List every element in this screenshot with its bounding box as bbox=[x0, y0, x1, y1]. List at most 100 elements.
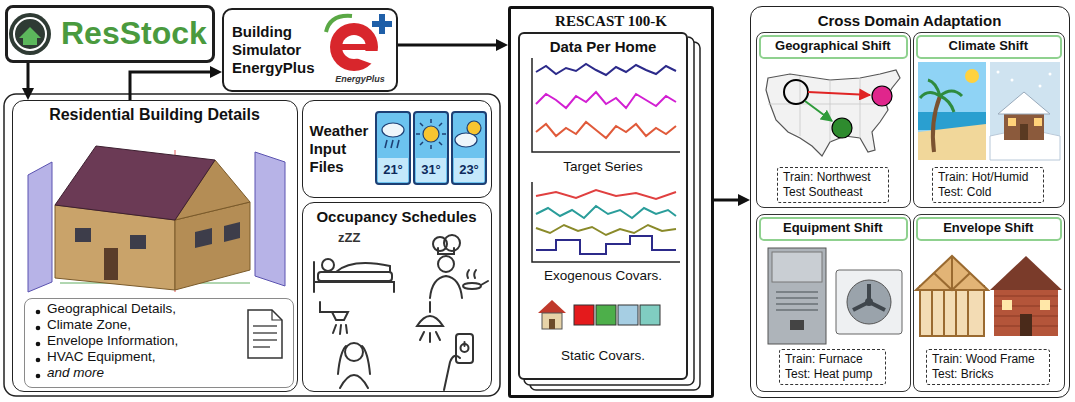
resstock-icon bbox=[23, 38, 37, 45]
wood-frame-picture bbox=[916, 256, 988, 336]
label-slot: 23° bbox=[452, 162, 486, 178]
weather-tiles bbox=[455, 133, 477, 147]
target-series-chart bbox=[536, 92, 676, 108]
occupancy-icons bbox=[314, 262, 394, 292]
weather-tiles bbox=[452, 112, 486, 184]
node-heading: Train: Furnace Test: Heat pump bbox=[785, 352, 872, 381]
occupancy-icons bbox=[456, 334, 473, 363]
panel-headers bbox=[917, 36, 1061, 58]
brick-house-picture bbox=[990, 256, 1062, 336]
occupancy-icons bbox=[467, 270, 476, 278]
text-slot: Geographical Shift bbox=[755, 38, 910, 54]
node-heading: Residential Building Details bbox=[49, 106, 260, 123]
bullet-dots bbox=[36, 310, 41, 379]
heat-pump-picture bbox=[847, 280, 891, 324]
text-slot: Target Series bbox=[518, 159, 688, 175]
wood-frame-picture bbox=[932, 286, 968, 336]
document-icon bbox=[253, 332, 277, 333]
text-slot: RESCAST 100-K bbox=[508, 12, 714, 30]
snow-picture bbox=[990, 62, 1060, 160]
occupancy-box: Occupancy Schedules bbox=[302, 202, 492, 392]
energyplus-logo bbox=[330, 23, 378, 71]
text-slot: ResStock bbox=[61, 15, 213, 52]
target-series-chart bbox=[536, 122, 676, 138]
house-model bbox=[104, 248, 118, 280]
panel-headers bbox=[760, 218, 907, 240]
node-heading: Envelope Shift bbox=[943, 220, 1033, 235]
covariate-chart bbox=[536, 225, 676, 235]
brick-house-picture bbox=[990, 256, 1062, 290]
split-caption: Train: Northwest Test Southeast bbox=[777, 167, 889, 203]
house-model bbox=[224, 222, 240, 242]
snow-picture bbox=[1004, 112, 1044, 140]
node-heading: Train: Wood Frame Test: Bricks bbox=[932, 352, 1035, 381]
covariate-chart bbox=[536, 190, 676, 199]
node-heading: Train: Hot/Humid Test: Cold bbox=[938, 170, 1028, 199]
weather-tiles bbox=[376, 112, 486, 184]
panel-headers bbox=[760, 36, 907, 58]
occupancy-icons bbox=[314, 235, 488, 390]
house-model bbox=[195, 228, 212, 248]
text-slot: Envelope Shift bbox=[912, 220, 1064, 236]
picture-label: 23° bbox=[459, 162, 479, 177]
furnace-picture bbox=[772, 252, 822, 282]
bullet-dots bbox=[36, 342, 41, 347]
node-heading: Geographical Details, bbox=[47, 301, 176, 316]
node-heading: Building Simulator EnergyPlus bbox=[232, 23, 315, 76]
weather-tiles bbox=[454, 158, 484, 182]
node-heading: Climate Shift bbox=[949, 38, 1028, 53]
occupancy-icons bbox=[481, 281, 488, 285]
text-slot: Train: Furnace Test: Heat pump bbox=[785, 352, 880, 382]
bullet-dots bbox=[36, 326, 41, 331]
picture-label: EnergyPlus bbox=[335, 74, 385, 84]
split-caption: Train: Furnace Test: Heat pump bbox=[779, 349, 886, 385]
input-frame bbox=[4, 94, 500, 396]
energyplus-logo bbox=[342, 44, 366, 50]
energyplus-logo bbox=[326, 14, 392, 71]
occupancy-icons bbox=[430, 276, 462, 298]
us-map bbox=[784, 80, 808, 104]
beach-picture bbox=[965, 69, 979, 83]
bullet-dots bbox=[36, 310, 41, 315]
document-icon bbox=[248, 310, 282, 358]
beach-picture bbox=[918, 62, 986, 160]
picture-label: zZZ bbox=[338, 230, 360, 245]
occupancy-icons bbox=[338, 346, 370, 374]
us-map bbox=[766, 70, 900, 156]
brick-house-picture bbox=[994, 286, 1058, 336]
beach-picture bbox=[918, 124, 986, 160]
node-heading: Equipment Shift bbox=[783, 220, 883, 235]
brick-house-picture bbox=[1020, 314, 1032, 336]
furnace-picture bbox=[768, 248, 826, 344]
data-card: Data Per HomeTarget SeriesExogenous Cova… bbox=[518, 32, 688, 380]
brick-house-picture bbox=[1040, 300, 1050, 310]
wood-frame-picture bbox=[916, 256, 988, 290]
house-model bbox=[55, 146, 215, 220]
node-heading: ResStock bbox=[61, 15, 207, 51]
occupancy-icons bbox=[336, 263, 390, 272]
details-list-box: Geographical Details,Climate Zone,Envelo… bbox=[24, 298, 294, 388]
resstock-icon bbox=[14, 18, 46, 50]
beach-picture bbox=[918, 62, 986, 160]
label-slot: zZZ bbox=[338, 230, 382, 246]
wood-frame-picture bbox=[934, 256, 970, 290]
weather-box: Weather Input Files bbox=[302, 100, 492, 198]
energyplus-logo bbox=[356, 51, 380, 66]
split-caption: Train: Wood Frame Test: Bricks bbox=[926, 349, 1050, 385]
static-covariates bbox=[538, 300, 566, 313]
heat-pump-picture bbox=[865, 298, 873, 306]
weather-tiles bbox=[382, 123, 404, 137]
resstock-icon bbox=[19, 27, 41, 38]
static-covariates bbox=[596, 305, 616, 325]
occupancy-icons bbox=[333, 325, 347, 334]
weather-tiles bbox=[423, 126, 439, 142]
building-details-panel: Geographical Details,Climate Zone,Envelo… bbox=[12, 100, 298, 392]
occupancy-icons bbox=[444, 235, 460, 251]
us-map bbox=[872, 86, 892, 106]
shift-panel: Train: Hot/Humid Test: Cold Climate Shift bbox=[913, 32, 1065, 208]
weather-tiles bbox=[414, 112, 448, 184]
text-slot: Equipment Shift bbox=[755, 220, 910, 236]
occupancy-icons bbox=[463, 283, 481, 289]
node-text: and more bbox=[47, 365, 104, 380]
text-slot: Climate Zone, bbox=[47, 317, 247, 333]
